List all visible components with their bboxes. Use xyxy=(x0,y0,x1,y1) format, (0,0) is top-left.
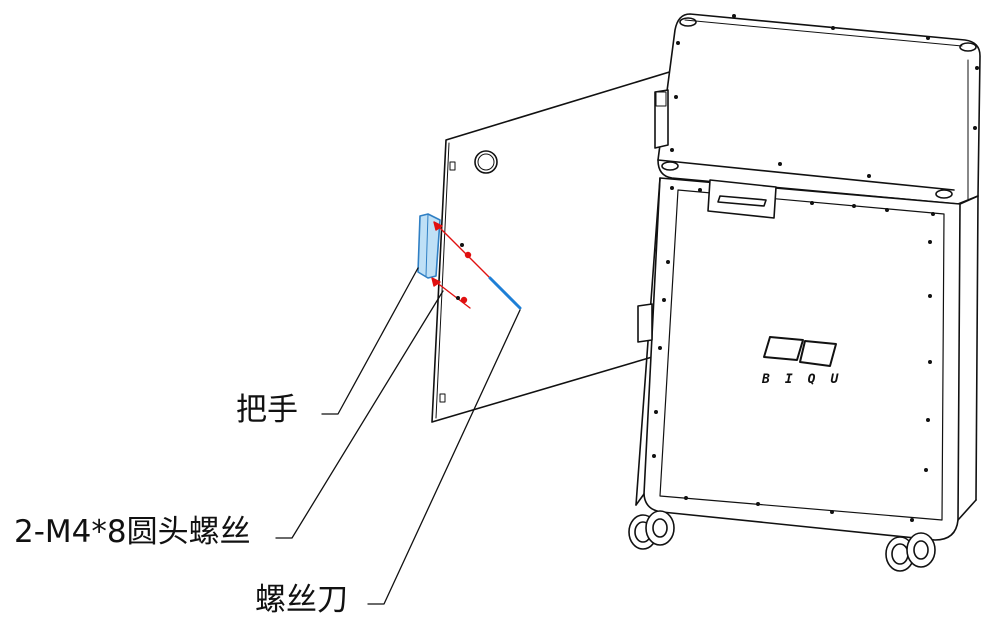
caster-wheel-left xyxy=(628,510,675,550)
screw-path xyxy=(431,221,493,309)
callout-handle: 把手 xyxy=(236,392,298,428)
callout-screwdriver: 螺丝刀 xyxy=(255,582,348,618)
leader-lines xyxy=(275,267,521,605)
caster-wheel-right xyxy=(885,532,936,572)
brand-text: BIQU xyxy=(762,372,854,387)
handle-part xyxy=(417,213,441,279)
cabinet-front xyxy=(635,59,979,541)
cabinet-top xyxy=(657,13,981,205)
callout-screws: 2-M4*8圆头螺丝 xyxy=(14,514,251,550)
screwdriver-part xyxy=(488,276,522,310)
side-panel xyxy=(431,69,677,423)
screw-dots xyxy=(456,14,979,522)
